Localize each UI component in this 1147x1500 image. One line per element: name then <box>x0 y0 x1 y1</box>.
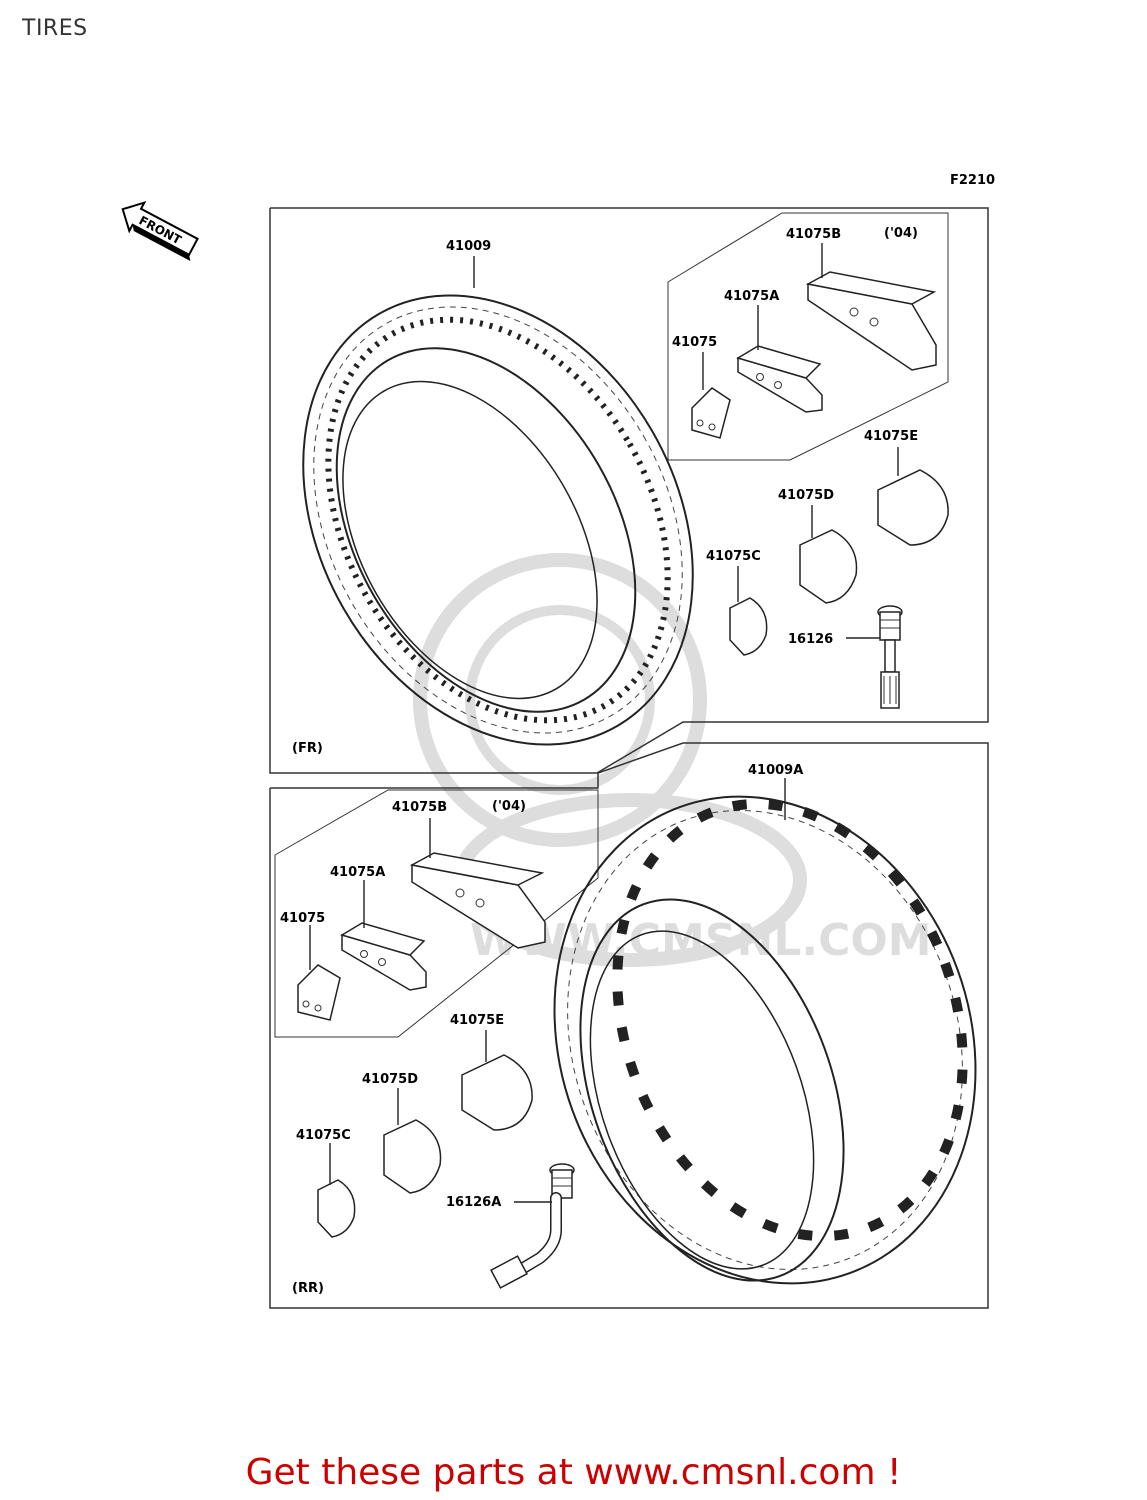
front-weight-41075b <box>805 271 937 371</box>
front-tire-41009 <box>302 294 694 746</box>
part-label-41075d-rear: 41075D <box>362 1072 418 1087</box>
part-label-41009a: 41009A <box>748 763 803 778</box>
front-weight-41075e <box>877 469 949 546</box>
front-valve-16126 <box>877 605 903 709</box>
page-title: TIRES <box>22 16 88 41</box>
rear-weight-41075b <box>409 852 546 949</box>
part-label-41075-front: 41075 <box>672 335 717 350</box>
year-note-front: ('04) <box>884 226 918 241</box>
part-label-41075c-rear: 41075C <box>296 1128 351 1143</box>
part-label-41075-rear: 41075 <box>280 911 325 926</box>
part-label-41009: 41009 <box>446 239 491 254</box>
part-label-41075a-rear: 41075A <box>330 865 385 880</box>
part-label-41075c-front: 41075C <box>706 549 761 564</box>
figure-code: F2210 <box>950 173 995 188</box>
part-label-41075b-rear: 41075B <box>392 800 447 815</box>
rear-weight-41075c <box>317 1179 356 1238</box>
part-label-16126: 16126 <box>788 632 833 647</box>
rear-weight-41075 <box>297 964 341 1021</box>
front-section: 41009 41075B ('04) 41075A 41075 41075E 4… <box>269 207 989 774</box>
rear-valve-16126a <box>490 1163 575 1289</box>
part-label-41075a-front: 41075A <box>724 289 779 304</box>
front-weight-41075d <box>799 529 858 604</box>
front-weight-41075a <box>736 345 823 413</box>
rear-weight-41075d <box>383 1119 442 1194</box>
section-tag-front: (FR) <box>292 741 323 756</box>
footer-link[interactable]: Get these parts at www.cmsnl.com ! <box>245 1452 902 1493</box>
part-label-41075e-rear: 41075E <box>450 1013 504 1028</box>
rear-weight-41075a <box>340 922 427 991</box>
part-label-41075b-front: 41075B <box>786 227 841 242</box>
part-label-16126a: 16126A <box>446 1195 501 1210</box>
section-tag-rear: (RR) <box>292 1281 324 1296</box>
year-note-rear: ('04) <box>492 799 526 814</box>
front-weight-41075c <box>729 597 768 656</box>
front-weight-41075 <box>691 387 731 439</box>
part-label-41075e-front: 41075E <box>864 429 918 444</box>
rear-section: 41009A 41075B ('04) 41075A 41075 41075E … <box>269 742 989 1309</box>
front-arrow-icon: FRONT <box>121 200 199 262</box>
rear-weight-41075e <box>461 1054 533 1131</box>
parts-diagram: WWW.CMSNL.COM F2210 FRONT <box>121 173 995 1309</box>
part-label-41075d-front: 41075D <box>778 488 834 503</box>
watermark-text: WWW.CMSNL.COM <box>470 915 932 966</box>
